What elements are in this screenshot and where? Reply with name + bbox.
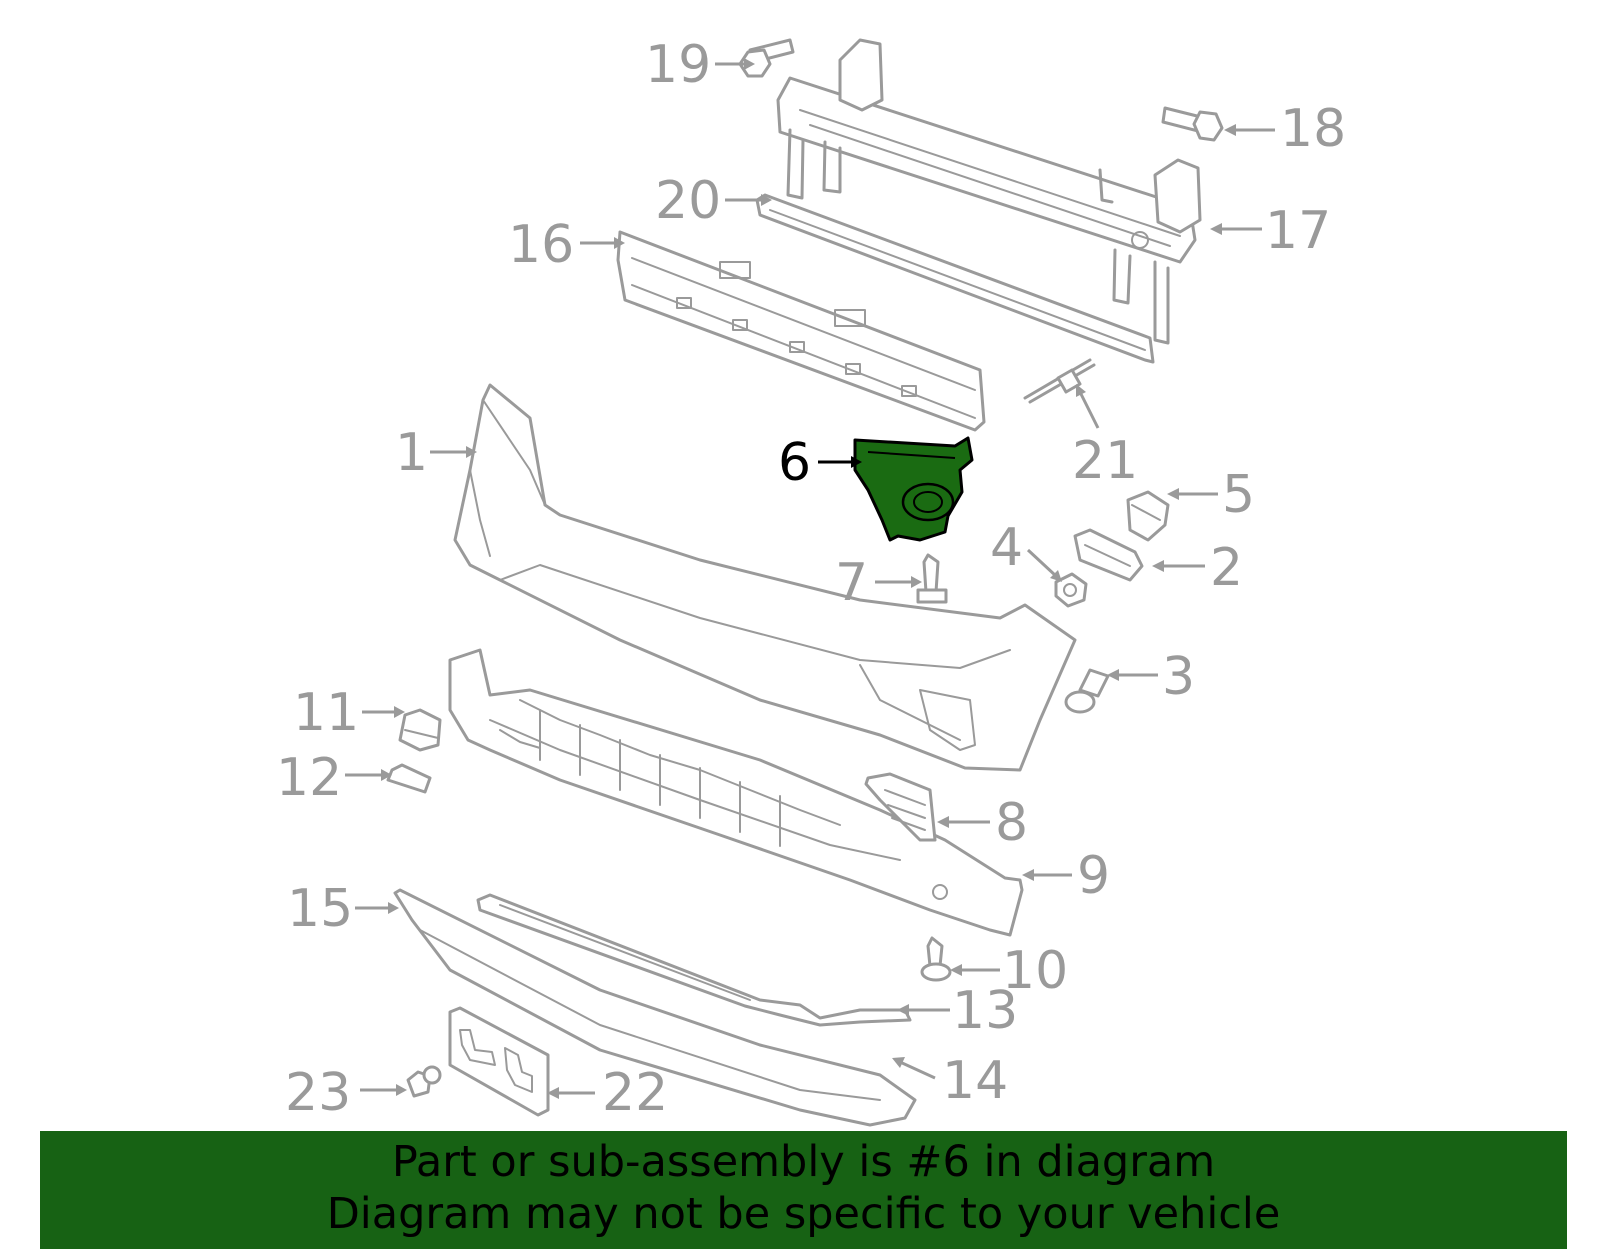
callout-23: 23 — [285, 1063, 351, 1123]
part-2-bracket — [1073, 528, 1144, 582]
part-12-clip — [386, 763, 432, 794]
callout-10: 10 — [1002, 941, 1068, 1001]
callout-3: 3 — [1162, 647, 1195, 707]
callout-22: 22 — [602, 1063, 668, 1123]
part-7-screw — [916, 553, 948, 604]
callout-21: 21 — [1072, 431, 1138, 491]
part-16-energy-absorber — [616, 230, 986, 432]
callout-7: 7 — [835, 553, 868, 613]
arrow-14 — [899, 1060, 936, 1080]
banner-line-1: Part or sub-assembly is #6 in diagram — [391, 1137, 1216, 1187]
callout-17: 17 — [1265, 201, 1331, 261]
callout-18: 18 — [1280, 99, 1346, 159]
part-15-lower-molding — [393, 888, 917, 1127]
callout-15: 15 — [287, 879, 353, 939]
callout-14: 14 — [942, 1051, 1008, 1111]
part-11-connector — [398, 708, 442, 752]
callout-20: 20 — [655, 171, 721, 231]
callout-19: 19 — [645, 35, 711, 95]
arrow-4 — [1026, 548, 1058, 578]
part-6-bracket-highlighted — [853, 436, 974, 542]
part-9-lower-grille — [448, 648, 1024, 937]
part-6-shape — [853, 436, 974, 542]
part-3-fastener — [1064, 668, 1110, 714]
callout-5: 5 — [1222, 465, 1255, 525]
callout-1: 1 — [395, 423, 428, 483]
part-5-clip — [1126, 490, 1170, 542]
banner-line-2: Diagram may not be specific to your vehi… — [326, 1189, 1281, 1239]
part-4-nut — [1054, 572, 1088, 608]
part-17-reinforcement-beam — [776, 38, 1202, 345]
part-22-plate-bracket — [448, 1006, 550, 1117]
arrow-21 — [1078, 391, 1100, 429]
callout-8: 8 — [995, 793, 1028, 853]
part-23-screw — [406, 1065, 442, 1098]
callout-4: 4 — [990, 518, 1023, 578]
part-10-screw — [920, 936, 952, 982]
part-1-bumper-cover — [453, 383, 1077, 772]
info-banner: Part or sub-assembly is #6 in diagram Di… — [40, 1131, 1567, 1249]
callout-11: 11 — [293, 683, 359, 743]
callout-9: 9 — [1077, 846, 1110, 906]
leader-arrows — [345, 58, 1275, 1099]
callout-6: 6 — [778, 433, 811, 493]
callout-labels: 19 18 20 16 17 21 1 6 5 4 2 7 3 11 12 8 … — [276, 35, 1346, 1123]
callout-16: 16 — [508, 215, 574, 275]
part-21-pin — [1023, 358, 1096, 404]
callout-12: 12 — [276, 748, 342, 808]
part-8-side-vent — [864, 772, 937, 842]
part-19-bolt — [738, 38, 795, 78]
callout-13: 13 — [952, 981, 1018, 1041]
callout-2: 2 — [1210, 538, 1243, 598]
part-18-bolt — [1161, 106, 1224, 142]
